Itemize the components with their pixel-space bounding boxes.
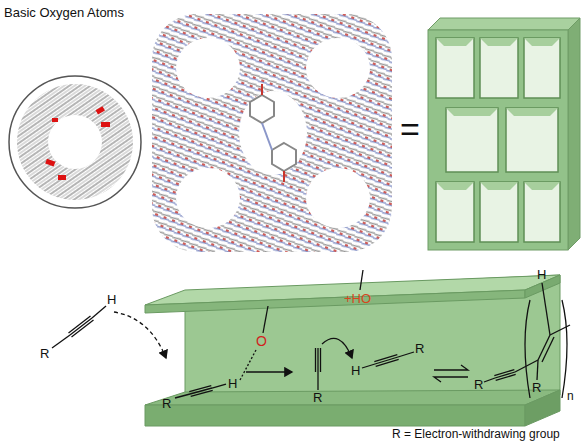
atom-label: H bbox=[351, 364, 360, 377]
oxygen-label: O bbox=[256, 334, 267, 348]
pore-circle bbox=[9, 76, 141, 208]
note-text: R = Electron-withdrawing group bbox=[392, 428, 560, 440]
caption-text: Basic Oxygen Atoms bbox=[4, 6, 124, 19]
atom-label: R bbox=[415, 342, 424, 355]
oxygen-label: +HO bbox=[344, 292, 371, 305]
atom-label: R bbox=[313, 391, 322, 404]
atom-label: H bbox=[107, 293, 116, 306]
framework-block bbox=[428, 18, 580, 250]
atom-label: R bbox=[474, 378, 483, 391]
subscript-label: n bbox=[567, 390, 574, 402]
equals-sign: = bbox=[400, 112, 420, 146]
atom-label: H bbox=[537, 268, 546, 281]
atom-label: H bbox=[228, 377, 237, 390]
atom-label: R bbox=[40, 347, 49, 360]
framework-structure bbox=[152, 14, 392, 252]
atom-label: R bbox=[162, 397, 171, 410]
atom-label: R bbox=[532, 381, 541, 394]
channel bbox=[145, 275, 560, 426]
reaction-scheme bbox=[52, 270, 570, 398]
